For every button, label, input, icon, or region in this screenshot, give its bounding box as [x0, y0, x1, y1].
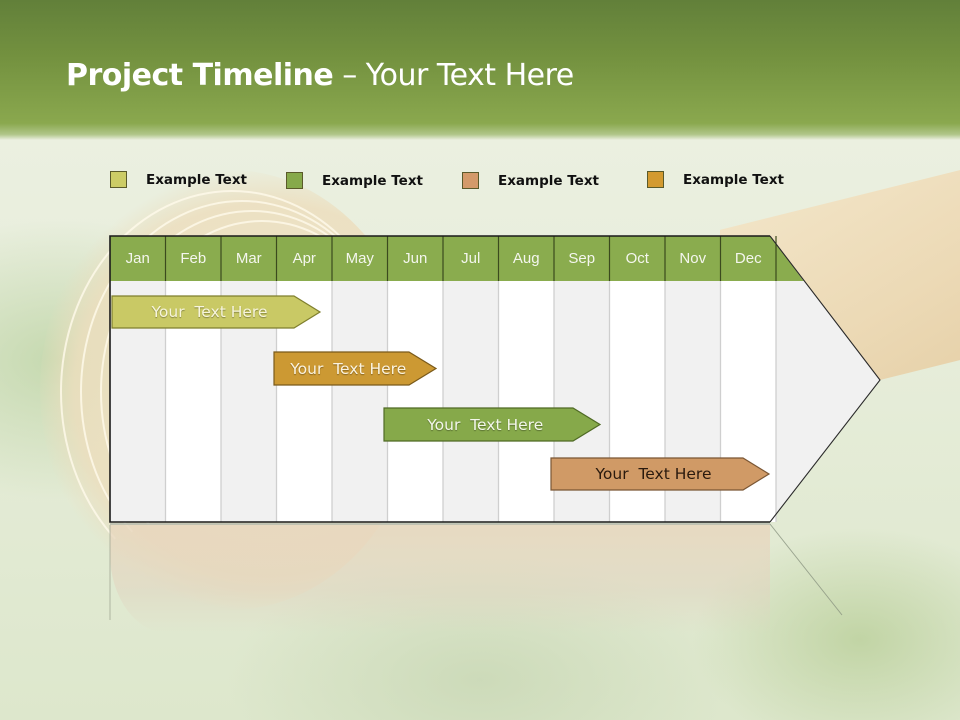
- month-label-aug: Aug: [499, 236, 555, 281]
- month-label-jan: Jan: [110, 236, 166, 281]
- month-label-nov: Nov: [665, 236, 721, 281]
- legend-label: Example Text: [146, 172, 247, 188]
- month-label-dec: Dec: [721, 236, 777, 281]
- legend-swatch-green: [286, 172, 303, 189]
- task-bar-label: Your Text Here: [551, 458, 756, 490]
- legend-swatch-gold: [647, 171, 664, 188]
- month-column: [499, 281, 555, 522]
- legend-item: Example Text: [110, 171, 247, 188]
- reflection-arrow-edge: [770, 524, 842, 615]
- task-bar-label: Your Text Here: [384, 408, 587, 441]
- month-label-feb: Feb: [166, 236, 222, 281]
- legend-swatch-tan: [462, 172, 479, 189]
- title-bold-part: Project Timeline: [66, 58, 333, 93]
- legend-swatch-yellow-green: [110, 171, 127, 188]
- legend-label: Example Text: [322, 173, 423, 189]
- month-label-apr: Apr: [277, 236, 333, 281]
- legend-label: Example Text: [683, 172, 784, 188]
- title-rest-part: – Your Text Here: [333, 58, 574, 93]
- legend-item: Example Text: [286, 172, 423, 189]
- legend-item: Example Text: [462, 172, 599, 189]
- month-label-jul: Jul: [443, 236, 499, 281]
- task-bar-label: Your Text Here: [274, 352, 423, 385]
- legend-item: Example Text: [647, 171, 784, 188]
- month-label-jun: Jun: [388, 236, 444, 281]
- month-column: [388, 281, 444, 522]
- month-label-oct: Oct: [610, 236, 666, 281]
- month-label-sep: Sep: [554, 236, 610, 281]
- legend-label: Example Text: [498, 173, 599, 189]
- task-bar-label: Your Text Here: [112, 296, 307, 328]
- slide-title: Project Timeline – Your Text Here: [66, 58, 574, 93]
- month-label-mar: Mar: [221, 236, 277, 281]
- month-label-may: May: [332, 236, 388, 281]
